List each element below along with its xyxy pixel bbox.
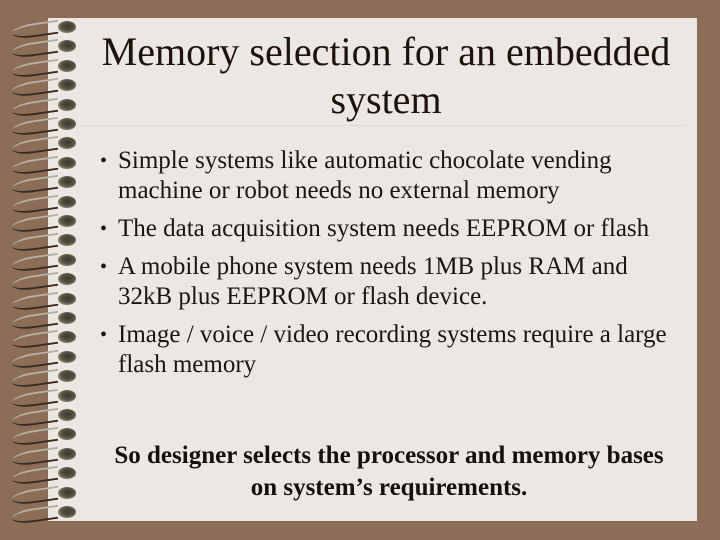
spiral-ring-icon [0, 77, 90, 99]
spiral-ring-icon [0, 19, 90, 41]
spiral-ring-icon [0, 136, 90, 157]
ring-wire [12, 504, 58, 526]
ring-wire [12, 194, 58, 215]
ring-wire [12, 213, 58, 235]
ring-hole [58, 389, 76, 402]
ring-wire [12, 291, 58, 312]
spiral-ring-icon [0, 388, 90, 409]
bullet-text: Simple systems like automatic chocolate … [118, 147, 612, 204]
spiral-ring-icon [0, 58, 90, 80]
ring-hole [58, 98, 76, 111]
notebook-paper [48, 18, 697, 521]
ring-hole [58, 79, 76, 92]
ring-hole [58, 21, 76, 33]
spiral-binding [0, 0, 90, 540]
spiral-ring-icon [0, 174, 90, 196]
bullet-dot-icon: • [100, 324, 108, 346]
ring-hole [58, 253, 76, 266]
spiral-ring-icon [0, 465, 90, 487]
ring-wire [12, 174, 58, 196]
title-divider [80, 125, 685, 126]
ring-hole [58, 350, 76, 363]
ring-hole [58, 234, 76, 247]
spiral-ring-icon [0, 368, 90, 390]
ring-wire [12, 155, 58, 177]
ring-hole [58, 447, 76, 460]
spiral-ring-icon [0, 407, 90, 429]
conclusion-text: So designer selects the processor and me… [114, 442, 664, 501]
ring-hole [58, 506, 76, 518]
ring-hole [58, 428, 76, 441]
ring-hole [58, 176, 76, 189]
bullet-dot-icon: • [100, 218, 108, 240]
slide-title: Memory selection for an embedded system [101, 29, 671, 122]
ring-wire [12, 310, 58, 332]
spiral-ring-icon [0, 427, 90, 448]
spiral-ring-icon [0, 233, 90, 254]
bullet-dot-icon: • [100, 150, 108, 172]
spiral-ring-icon [0, 213, 90, 235]
ring-wire [12, 465, 58, 487]
spiral-ring-icon [0, 97, 90, 118]
ring-hole [58, 331, 76, 344]
spiral-ring-icon [0, 310, 90, 332]
ring-hole [58, 195, 76, 208]
ring-wire [12, 407, 58, 429]
spiral-ring-icon [0, 485, 90, 506]
ring-wire [12, 330, 58, 351]
ring-wire [12, 485, 58, 506]
bullet-text: A mobile phone system needs 1MB plus RAM… [118, 253, 628, 310]
bullet-item: • The data acquisition system needs EEPR… [98, 214, 688, 244]
ring-wire [12, 388, 58, 409]
ring-hole [58, 312, 76, 324]
spiral-ring-icon [0, 116, 90, 138]
bullet-item: • A mobile phone system needs 1MB plus R… [98, 252, 688, 312]
spiral-ring-icon [0, 446, 90, 468]
spiral-ring-icon [0, 39, 90, 60]
spiral-ring-icon [0, 330, 90, 351]
ring-hole [58, 156, 76, 169]
bullet-item: • Simple systems like automatic chocolat… [98, 146, 688, 206]
bullet-dot-icon: • [100, 256, 108, 278]
bullet-text: Image / voice / video recording systems … [118, 321, 667, 378]
ring-hole [58, 273, 76, 286]
spiral-ring-icon [0, 194, 90, 215]
ring-hole [58, 137, 76, 150]
spiral-ring-icon [0, 349, 90, 371]
spiral-ring-icon [0, 291, 90, 312]
ring-hole [58, 215, 76, 227]
ring-hole [58, 40, 76, 53]
ring-wire [12, 446, 58, 468]
spiral-ring-icon [0, 271, 90, 293]
ring-hole [58, 486, 76, 499]
ring-wire [12, 271, 58, 293]
ring-hole [58, 118, 76, 130]
ring-wire [12, 368, 58, 390]
ring-hole [58, 467, 76, 480]
spiral-ring-icon [0, 155, 90, 177]
ring-hole [58, 59, 76, 72]
ring-hole [58, 409, 76, 421]
bullet-item: • Image / voice / video recording system… [98, 320, 688, 380]
ring-wire [12, 427, 58, 448]
bullet-list: • Simple systems like automatic chocolat… [98, 146, 688, 388]
ring-wire [12, 233, 58, 254]
ring-hole [58, 292, 76, 305]
spiral-ring-icon [0, 252, 90, 274]
spiral-ring-icon [0, 504, 90, 526]
ring-wire [12, 136, 58, 157]
ring-wire [12, 252, 58, 274]
bullet-text: The data acquisition system needs EEPROM… [118, 215, 650, 242]
ring-wire [12, 349, 58, 371]
ring-hole [58, 370, 76, 383]
